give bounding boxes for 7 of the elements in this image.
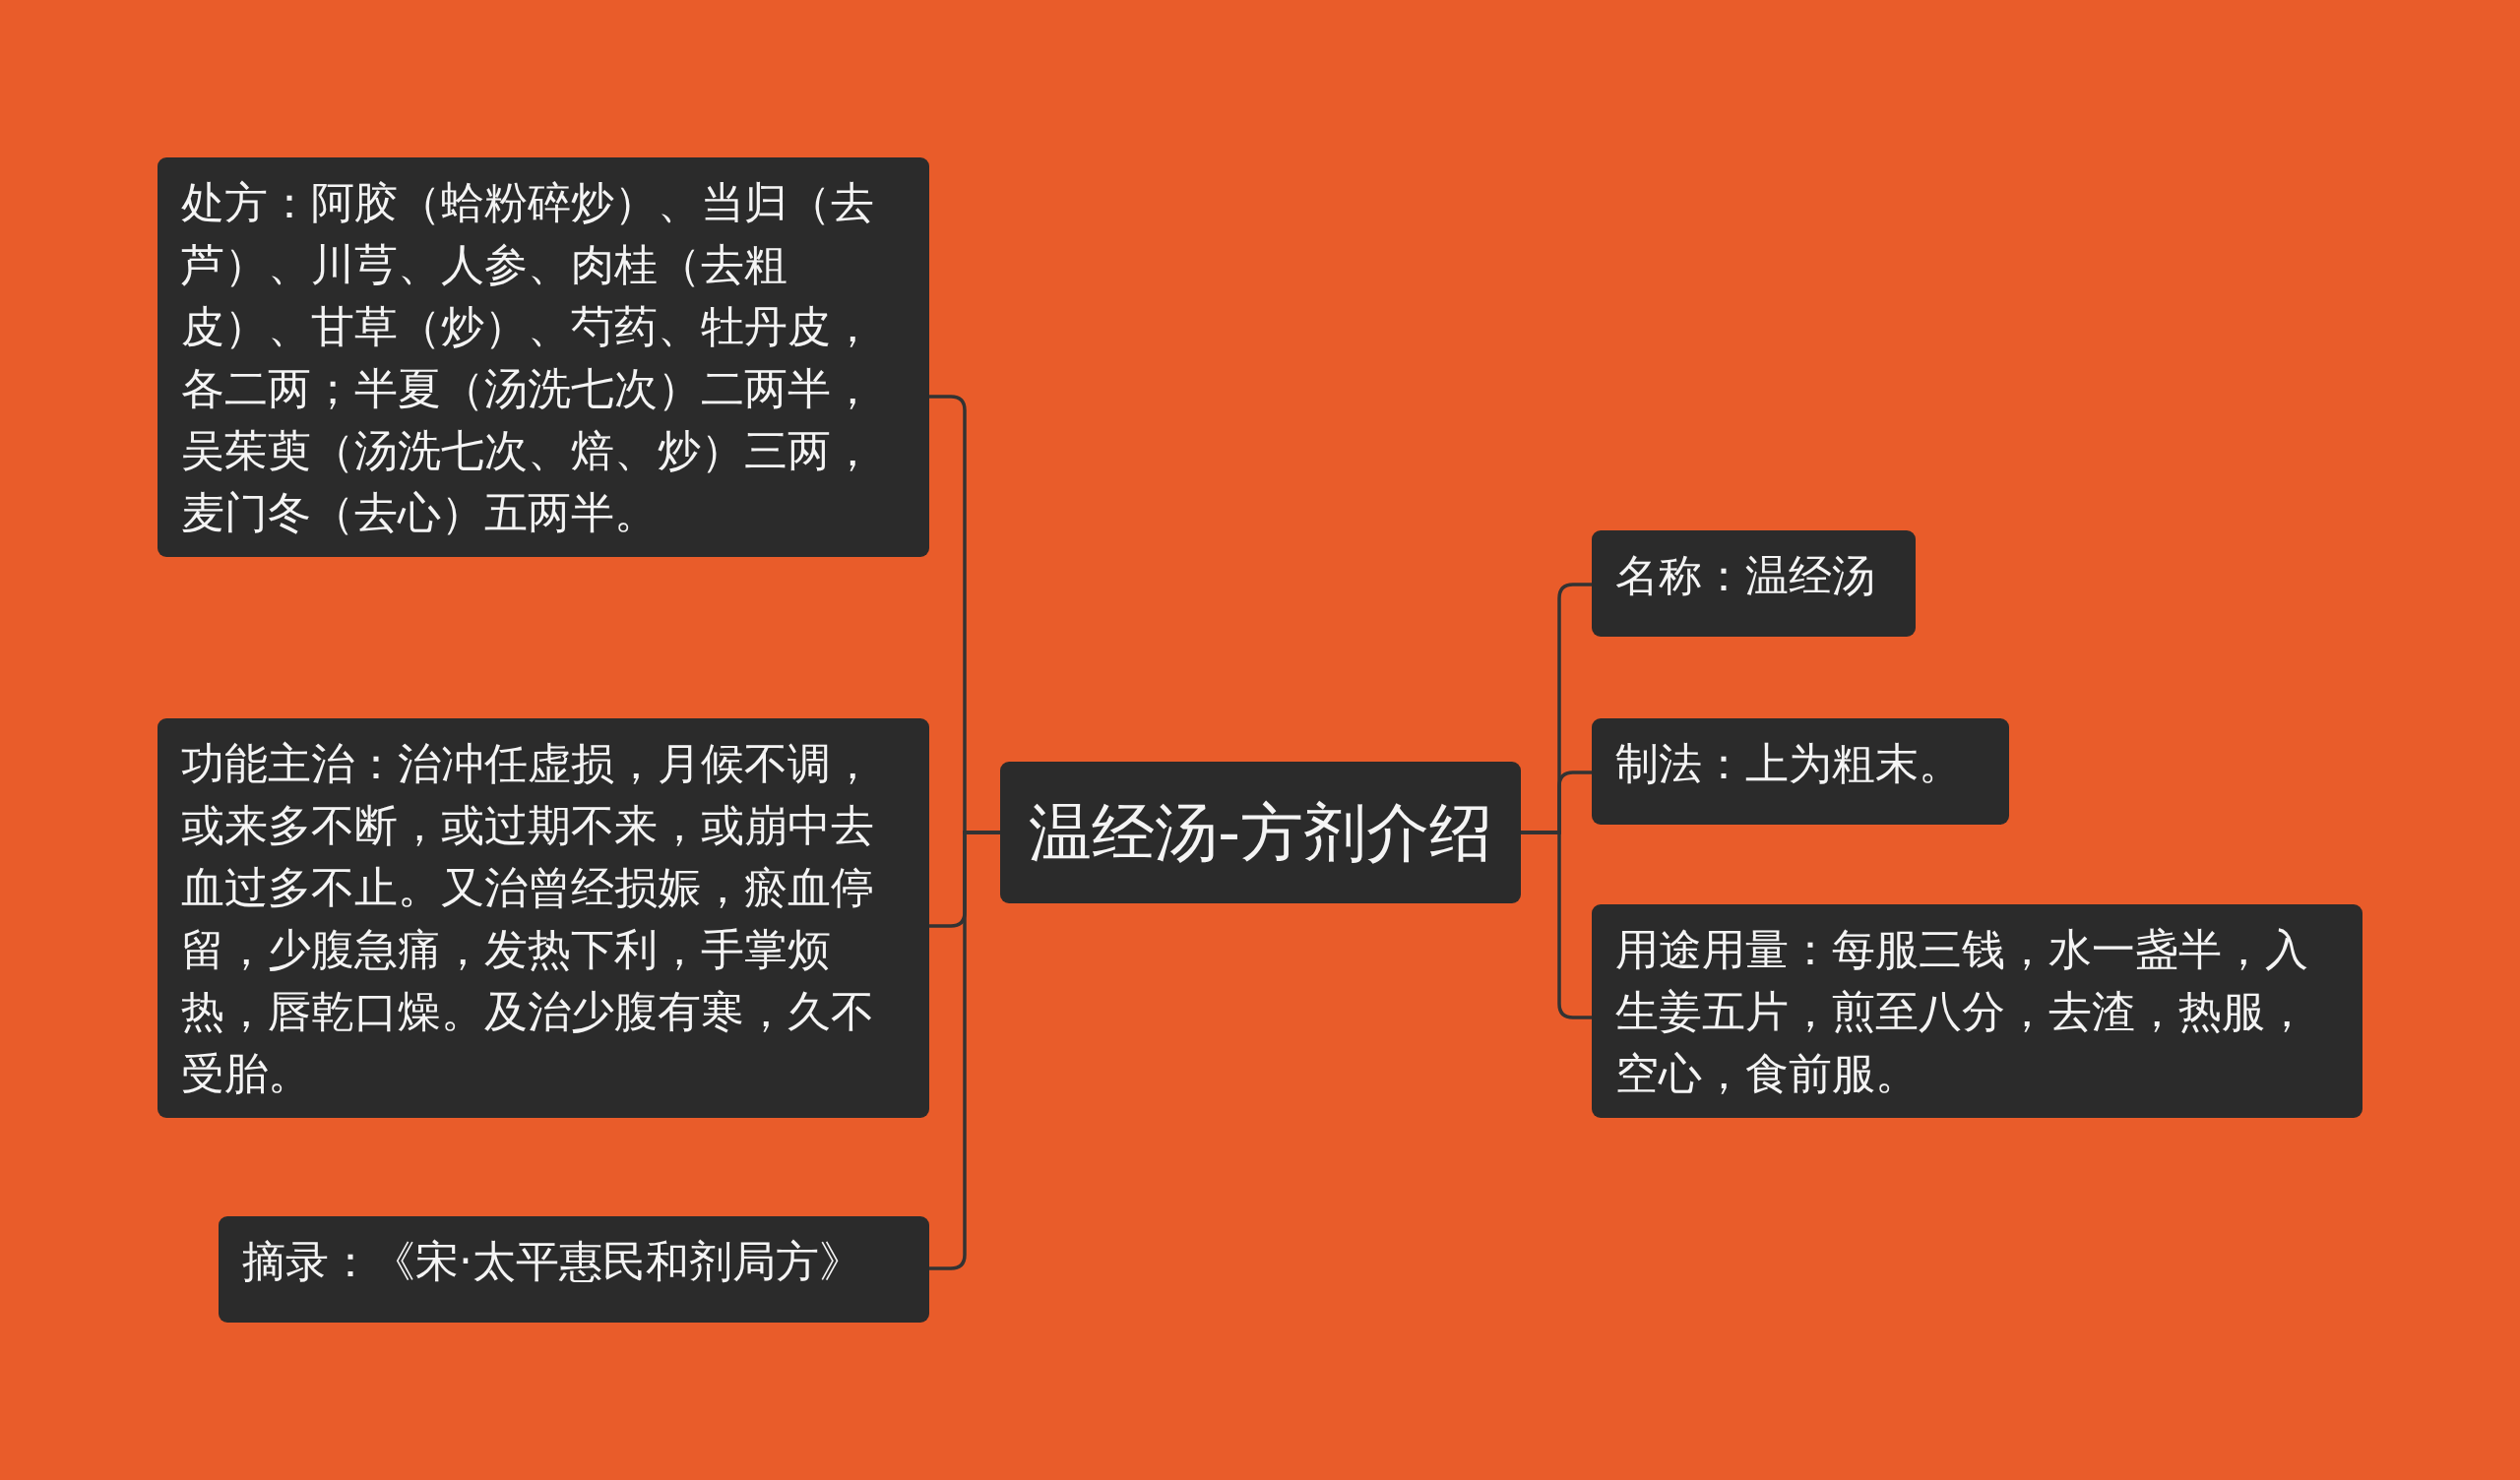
topic-box: 摘录：《宋·太平惠民和剂局方》: [219, 1216, 929, 1323]
topic-box: 名称：温经汤: [1592, 530, 1916, 637]
topic-box: 用途用量：每服三钱，水一盏半，入生姜五片，煎至八分，去渣，热服，空心，食前服。: [1592, 904, 2362, 1118]
topic-box: 制法：上为粗末。: [1592, 718, 2009, 825]
topic-box: 功能主治：治冲任虚损，月候不调，或来多不断，或过期不来，或崩中去血过多不止。又治曾经损娠，瘀血停留，少腹急痛，发热下利，手掌烦热，唇乾口燥。及治少腹有寒，久不受胎。: [158, 718, 929, 1118]
topic-box: 处方：阿胶（蛤粉碎炒）、当归（去芦）、川芎、人参、肉桂（去粗皮）、甘草（炒）、芍药、牡丹皮，各二两；半夏（汤洗七次）二两半，吴茱萸（汤洗七次、焙、炒）三两，麦门冬（去心）五两半。: [158, 157, 929, 557]
central-topic-box: 温经汤-方剂介绍: [1000, 762, 1521, 903]
